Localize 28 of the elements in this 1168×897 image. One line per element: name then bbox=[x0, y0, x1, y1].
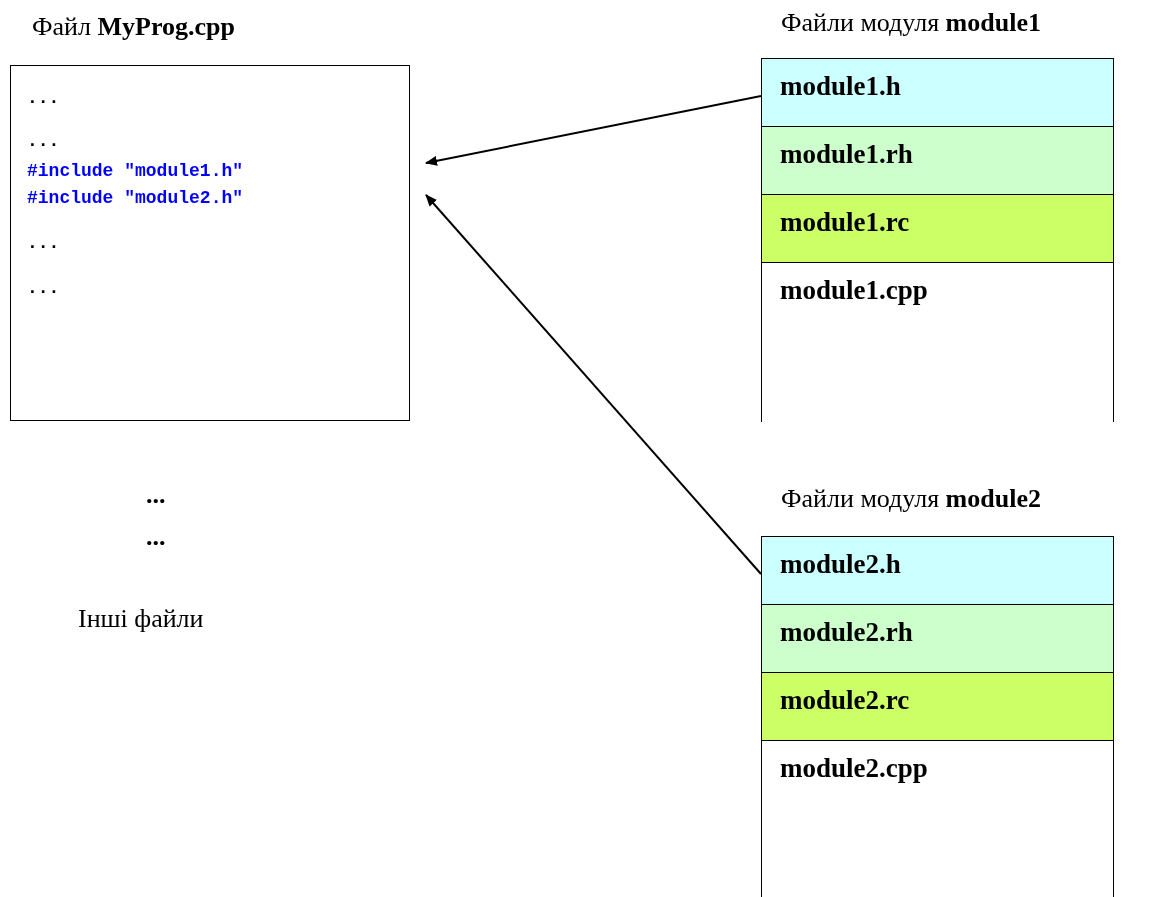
code-line: ... bbox=[27, 278, 60, 298]
code-line: ... bbox=[27, 233, 60, 253]
file-row bbox=[762, 195, 1113, 263]
panel-heading: Файл MyProg.cpp bbox=[32, 12, 235, 42]
file-row bbox=[762, 537, 1113, 605]
file-name: module2.rh bbox=[780, 617, 913, 647]
code-line: #include "module1.h" bbox=[27, 161, 244, 181]
file-row bbox=[762, 673, 1113, 741]
caption-text: Інші файли bbox=[78, 604, 204, 634]
code-line: ... bbox=[27, 131, 60, 151]
file-name: module1.rh bbox=[780, 139, 913, 169]
file-name: module2.rc bbox=[780, 685, 910, 715]
file-name: module1.rc bbox=[780, 207, 910, 237]
panel-heading: Файли модуля module1 bbox=[781, 8, 1041, 38]
file-row bbox=[762, 127, 1113, 195]
file-name: module1.cpp bbox=[780, 275, 928, 305]
arrow bbox=[425, 95, 762, 166]
ellipsis: ... bbox=[146, 522, 166, 552]
file-row bbox=[762, 605, 1113, 673]
ellipsis: ... bbox=[146, 480, 166, 510]
code-line: ... bbox=[27, 88, 60, 108]
arrow bbox=[425, 194, 762, 575]
file-row bbox=[762, 59, 1113, 127]
file-name: module2.cpp bbox=[780, 753, 928, 783]
code-line: #include "module2.h" bbox=[27, 188, 244, 208]
file-name: module1.h bbox=[780, 71, 901, 101]
file-name: module2.h bbox=[780, 549, 901, 579]
panel-heading: Файли модуля module2 bbox=[781, 484, 1041, 514]
